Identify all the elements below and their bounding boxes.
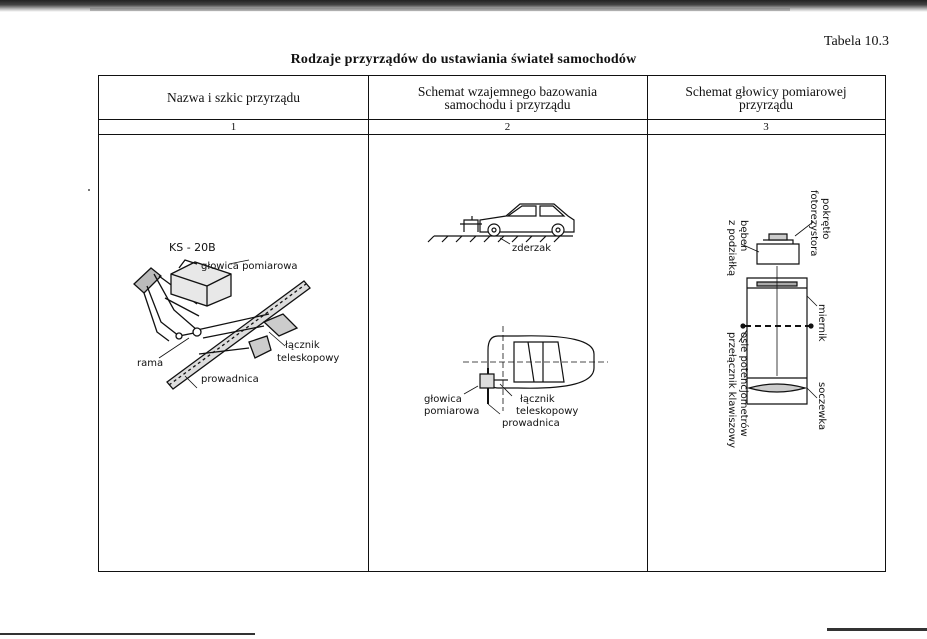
link-label-line2: teleskopowy xyxy=(277,353,339,364)
rail-label: prowadnica xyxy=(201,374,259,385)
bumper-label: zderzak xyxy=(512,243,551,254)
link-label-line2: teleskopowy xyxy=(516,406,578,417)
switch-label: przełącznik klawiszowy xyxy=(726,332,737,448)
column-number-2: 2 xyxy=(504,120,511,133)
table-number: Tabela 10.3 xyxy=(823,34,889,49)
number-row-divider xyxy=(99,134,885,135)
cell-head-scheme: pokrętło fotorezystora bęben z podziałką… xyxy=(647,136,885,572)
model-label: KS - 20B xyxy=(169,241,216,254)
scan-edge-bottom-left xyxy=(0,633,255,635)
head-label: głowica pomiarowa xyxy=(201,261,298,272)
link-label-line1: łącznik xyxy=(285,340,320,351)
column-header-1: Nazwa i szkic przyrządu xyxy=(166,90,301,105)
cell-basing-scheme: zderzak głowica pomiarowa łącznik telesk… xyxy=(368,136,647,572)
drum-label-line1: bęben xyxy=(738,220,749,251)
axes-label: osie potencjometrów xyxy=(738,332,750,437)
scan-speck xyxy=(88,189,90,191)
meter-label: miernik xyxy=(816,304,827,342)
column-divider-2 xyxy=(647,76,648,571)
header-divider xyxy=(99,119,885,120)
instrument-sketch: KS - 20B głowica pomiarowa rama łącznik … xyxy=(133,241,339,390)
table-title: Rodzaje przyrządów do ustawiania świateł… xyxy=(290,52,637,67)
cell-instrument-sketch: KS - 20B głowica pomiarowa rama łącznik … xyxy=(99,136,368,572)
drum-label-line2: z podziałką xyxy=(726,220,737,276)
scan-edge-bottom-right xyxy=(827,628,927,631)
head-label-line2: pomiarowa xyxy=(424,406,479,417)
knob-label-line1: pokrętło xyxy=(820,198,831,239)
rail-label: prowadnica xyxy=(502,418,560,429)
lens-label: soczewka xyxy=(816,382,827,430)
head-scheme: pokrętło fotorezystora bęben z podziałką… xyxy=(726,190,831,448)
link-label-line1: łącznik xyxy=(520,394,555,405)
column-divider-1 xyxy=(368,76,369,571)
frame-label: rama xyxy=(137,358,163,369)
scan-edge-top xyxy=(0,0,927,12)
basing-scheme: zderzak głowica pomiarowa łącznik telesk… xyxy=(424,203,608,429)
head-label-line1: głowica xyxy=(424,394,462,405)
column-number-3: 3 xyxy=(763,120,769,133)
table-frame: Nazwa i szkic przyrządu Schemat wzajemne… xyxy=(98,75,886,572)
column-number-1: 1 xyxy=(230,120,237,133)
knob-label-line2: fotorezystora xyxy=(808,190,819,256)
